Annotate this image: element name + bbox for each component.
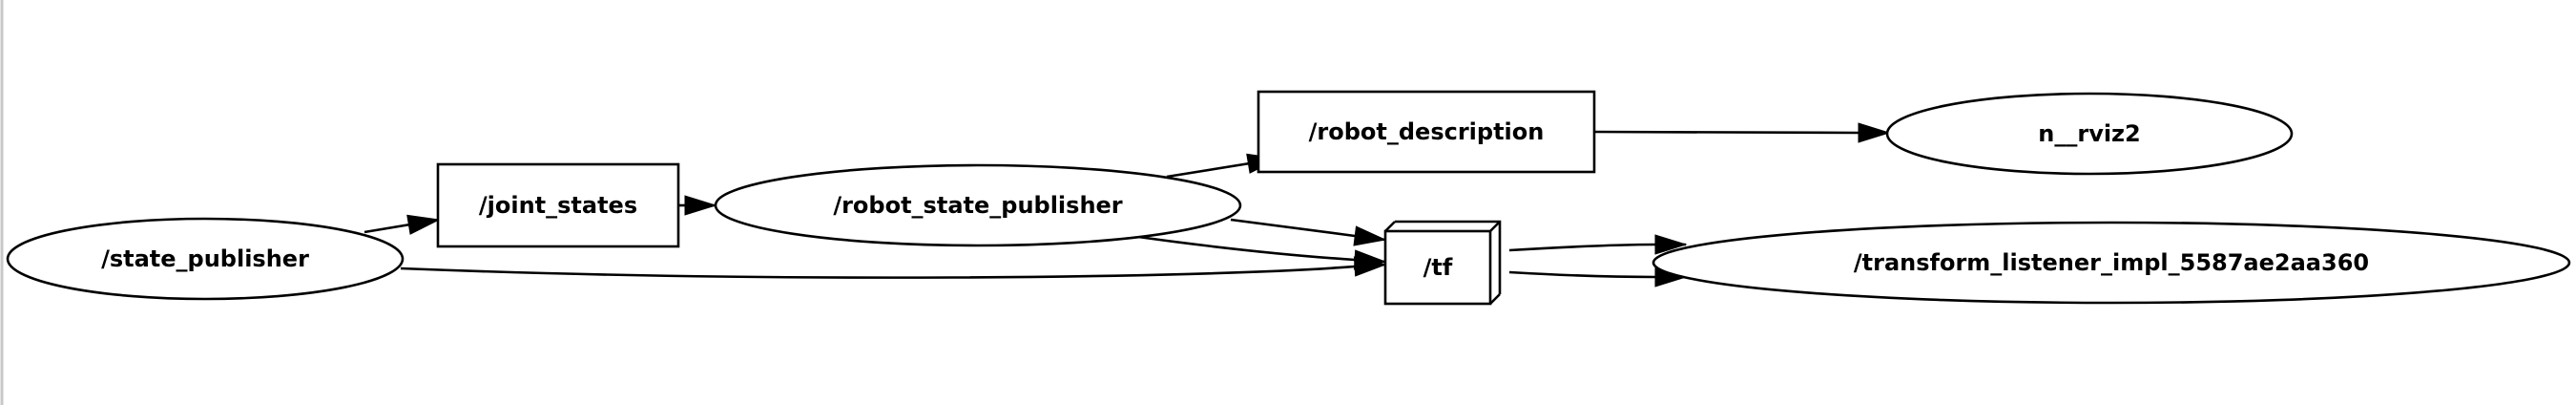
node-label: /robot_state_publisher	[833, 192, 1122, 219]
node-label: n__rviz2	[2038, 120, 2140, 147]
node-box3d-edge	[1489, 293, 1501, 305]
node-state-publisher[interactable]: /state_publisher	[6, 217, 405, 301]
edge-robot_state_publisher-to-tf-upper[interactable]	[1230, 218, 1387, 246]
node-robot-description[interactable]: /robot_description	[1257, 90, 1596, 174]
node-transform-listener[interactable]: /transform_listener_impl_5587ae2aa360	[1652, 221, 2571, 305]
edge-state_publisher-to-joint_states[interactable]	[364, 214, 441, 235]
arrowhead-icon	[1353, 249, 1387, 270]
arrowhead-icon	[1654, 234, 1688, 255]
edge-line	[1593, 130, 1859, 135]
node-box3d-front	[1383, 229, 1492, 306]
node-box	[1257, 90, 1596, 174]
node-label: /state_publisher	[101, 245, 309, 272]
node-ellipse	[1885, 92, 2294, 176]
edges-layer	[364, 122, 1891, 288]
edge-tf-to-transform_listener-upper[interactable]	[1508, 234, 1688, 255]
edge-line	[1230, 218, 1356, 238]
node-box3d-edge	[1489, 221, 1501, 232]
edge-robot_description-to-rviz2[interactable]	[1593, 122, 1891, 143]
node-label: /robot_description	[1309, 118, 1545, 145]
node-label: /tf	[1423, 254, 1453, 281]
edge-joint_states-to-robot_state_publisher[interactable]	[678, 195, 717, 216]
node-label: /transform_listener_impl_5587ae2aa360	[1854, 249, 2369, 276]
nodes-layer: /state_publisher/joint_states/robot_stat…	[6, 90, 2571, 306]
node-ellipse	[1652, 221, 2571, 305]
node-ellipse	[6, 217, 405, 301]
edge-line	[1137, 235, 1356, 262]
node-ellipse	[714, 163, 1242, 247]
edge-line	[1166, 161, 1251, 179]
node-robot-state-publisher[interactable]: /robot_state_publisher	[714, 163, 1242, 247]
arrowhead-icon	[406, 214, 441, 235]
edge-state_publisher-to-tf[interactable]	[400, 256, 1387, 279]
arrowhead-icon	[684, 195, 717, 216]
node-box3d-edge	[1384, 221, 1396, 232]
arrowhead-icon	[1858, 122, 1891, 143]
node-joint-states[interactable]: /joint_states	[436, 162, 680, 248]
node-tf[interactable]: /tf	[1383, 220, 1502, 306]
node-label: /joint_states	[479, 192, 637, 219]
arrowhead-icon	[1353, 225, 1387, 246]
edge-robot_state_publisher-to-tf-lower[interactable]	[1137, 235, 1387, 270]
edge-line	[400, 265, 1356, 279]
edge-line	[364, 223, 411, 234]
edge-line	[1508, 270, 1656, 279]
edge-line	[1508, 243, 1656, 252]
node-box	[436, 162, 680, 248]
node-rviz2[interactable]: n__rviz2	[1885, 92, 2294, 176]
